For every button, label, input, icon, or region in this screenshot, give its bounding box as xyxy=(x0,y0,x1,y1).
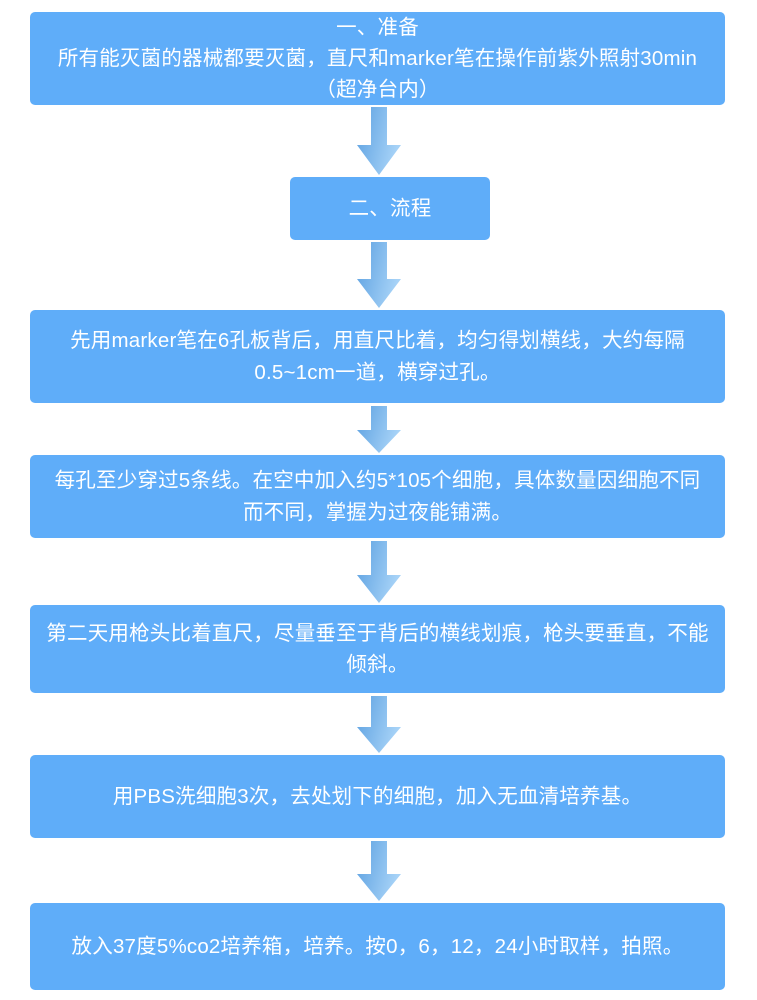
flow-node-step-1: 一、准备 所有能灭菌的器械都要灭菌，直尺和marker笔在操作前紫外照射30mi… xyxy=(30,12,725,105)
arrow-down-icon xyxy=(357,107,401,175)
arrow-down-icon xyxy=(357,242,401,308)
arrow-down-icon xyxy=(357,406,401,453)
flow-node-step-4: 每孔至少穿过5条线。在空中加入约5*105个细胞，具体数量因细胞不同而不同，掌握… xyxy=(30,455,725,538)
arrow-down-icon xyxy=(357,841,401,901)
flow-node-step-5: 第二天用枪头比着直尺，尽量垂至于背后的横线划痕，枪头要垂直，不能倾斜。 xyxy=(30,605,725,693)
arrow-down-icon xyxy=(357,541,401,603)
arrow-down-icon xyxy=(357,696,401,753)
flow-node-step-7: 放入37度5%co2培养箱，培养。按0，6，12，24小时取样，拍照。 xyxy=(30,903,725,990)
flow-node-step-6: 用PBS洗细胞3次，去处划下的细胞，加入无血清培养基。 xyxy=(30,755,725,838)
flow-node-step-3: 先用marker笔在6孔板背后，用直尺比着，均匀得划横线，大约每隔0.5~1cm… xyxy=(30,310,725,403)
flow-node-step-2: 二、流程 xyxy=(290,177,490,240)
